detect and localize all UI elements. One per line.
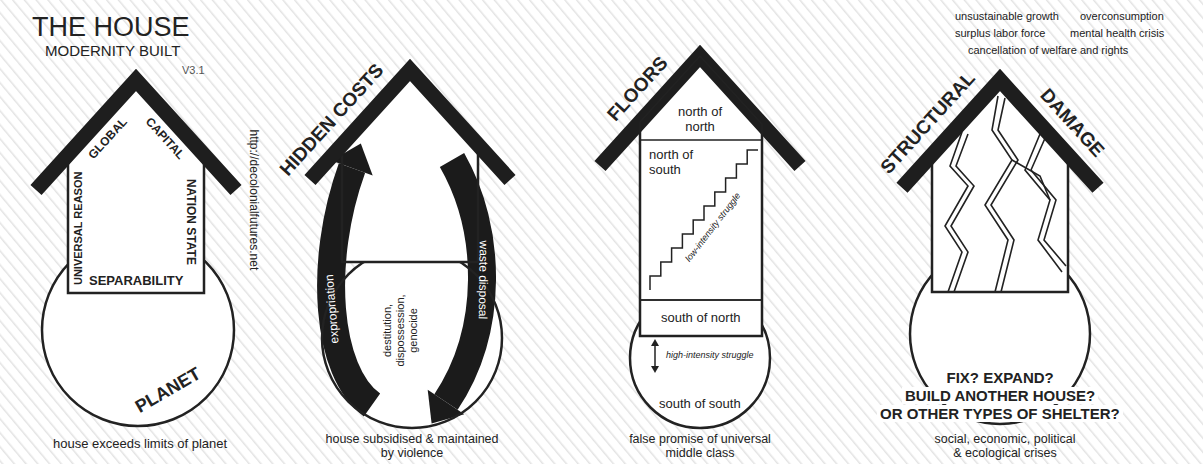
text-holder: north of north: [669, 104, 731, 134]
text-holder: FLOORS: [598, 78, 677, 100]
node-text: NATION STATE: [183, 179, 197, 265]
house-shape: FLOORS north of north north of south low-in…: [596, 42, 804, 340]
caption: false promise of universal middle class: [620, 432, 780, 460]
node-text: SEPARABILITY: [89, 274, 183, 289]
diagram-title: THE HOUSE: [32, 12, 190, 43]
text-holder: cancellation of welfare and rights: [968, 44, 1128, 57]
text-holder: HIDDEN COSTS: [260, 109, 404, 131]
text-holder: OR OTHER TYPES OF SHELTER?: [877, 405, 1123, 422]
text-holder: THE HOUSE: [32, 12, 190, 43]
text-holder: unsustainable growth: [955, 10, 1059, 23]
text-holder: GLOBAL: [83, 132, 134, 146]
node-text: south of north: [661, 311, 741, 326]
text-holder: expropriation: [298, 302, 367, 316]
text-holder: high-intensity struggle: [666, 350, 754, 360]
crisis-note: unsustainable growth: [955, 10, 1059, 23]
text-holder: house subsidised & maintained by violenc…: [322, 432, 502, 460]
text-holder: north of south: [649, 147, 707, 177]
text-holder: house exceeds limits of planet: [53, 437, 227, 452]
node-text: UNIVERSAL REASON: [72, 171, 85, 284]
house-shape: GLOBAL CAPITAL UNIVERSAL REASON NATION STAT…: [32, 66, 240, 297]
floor-band: south of north: [640, 300, 762, 336]
text-holder: surplus labor force: [955, 27, 1046, 40]
text-holder: FIX? EXPAND?: [944, 369, 1057, 386]
planet-circle: PLANET: [39, 231, 237, 429]
arrow-head: [651, 366, 659, 373]
shape-outline: [898, 66, 1102, 296]
node-text: north of north: [669, 104, 731, 134]
text-holder: SEPARABILITY: [89, 274, 183, 289]
text-holder: south of south: [659, 397, 741, 412]
caption: social, economic, political & ecological…: [931, 432, 1079, 460]
text-holder: NATION STATE: [147, 215, 233, 229]
house-shape: STRUCTURALDAMAGE: [898, 66, 1102, 296]
text-holder: overconsumption: [1080, 10, 1164, 23]
text-holder: MODERNITY BUILT: [45, 42, 180, 59]
arrow-label: waste disposal: [474, 240, 489, 319]
crisis-note: overconsumption: [1080, 10, 1164, 23]
arrow-head: [651, 339, 659, 346]
text-holder: STRUCTURAL: [863, 112, 993, 134]
caption: house exceeds limits of planet: [53, 437, 227, 452]
node-text: south of south: [659, 397, 741, 412]
question: BUILD ANOTHER HOUSE?: [902, 387, 1098, 404]
text-holder: DAMAGE: [1030, 112, 1114, 134]
text-holder: south of north: [661, 311, 741, 326]
crisis-note: mental health crisis: [1070, 27, 1164, 40]
floor-band: north of south low-intensity struggle: [640, 140, 762, 300]
text-holder: CAPITAL: [139, 132, 190, 146]
text-holder: BUILD ANOTHER HOUSE?: [902, 387, 1098, 404]
text-holder: destitution, dispossession, genocide: [357, 311, 443, 350]
text-holder: low-intensity struggle: [671, 222, 755, 232]
text-holder: http://decolonialfutures.net: [183, 193, 324, 207]
text-holder: false promise of universal middle class: [620, 432, 780, 460]
text-holder: social, economic, political & ecological…: [931, 432, 1079, 460]
house-shape: HIDDEN COSTS: [306, 56, 514, 266]
node-text: destitution, dispossession, genocide: [381, 287, 420, 373]
question: OR OTHER TYPES OF SHELTER?: [877, 405, 1123, 422]
text-holder: UNIVERSAL REASON: [22, 222, 135, 235]
text-holder: waste disposal: [443, 273, 522, 287]
caption: house subsidised & maintained by violenc…: [322, 432, 502, 460]
text-holder: V3.1: [182, 64, 205, 77]
shape-outline: [306, 56, 514, 266]
double-arrow: [654, 345, 656, 367]
arrow-label: high-intensity struggle: [666, 350, 754, 360]
shape-outline: [32, 66, 240, 297]
question: FIX? EXPAND?: [944, 369, 1057, 386]
crisis-note: cancellation of welfare and rights: [968, 44, 1128, 57]
arrow-label: expropriation: [323, 274, 342, 344]
url-note: http://decolonialfutures.net: [246, 130, 260, 271]
node-text: north of south: [649, 147, 707, 177]
crisis-note: surplus labor force: [955, 27, 1046, 40]
text-holder: mental health crisis: [1070, 27, 1164, 40]
version-note: V3.1: [182, 64, 205, 77]
node-text: low-intensity struggle: [683, 190, 742, 263]
subtitle: MODERNITY BUILT: [45, 42, 180, 59]
arrow-head: [428, 390, 465, 424]
text-holder: PLANET: [132, 380, 204, 401]
